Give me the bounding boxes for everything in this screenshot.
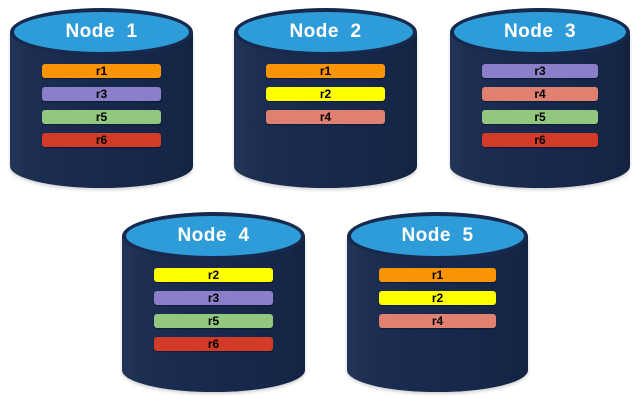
replica-bar[interactable]: r5	[154, 314, 273, 328]
replica-bar[interactable]: r3	[154, 291, 273, 305]
replica-list: r2 r3 r5 r6	[154, 268, 273, 360]
cylinder-top-ellipse	[122, 212, 305, 260]
replica-bar[interactable]: r1	[379, 268, 496, 282]
replica-bar[interactable]: r1	[266, 64, 385, 78]
node-title: Node 4	[177, 225, 250, 246]
replica-bar[interactable]: r2	[154, 268, 273, 282]
node-cylinder[interactable]: Node 5 r1 r2 r4	[347, 212, 528, 392]
replica-bar[interactable]: r4	[379, 314, 496, 328]
node-title: Node 5	[401, 225, 474, 246]
cylinder-top-ellipse	[450, 8, 630, 56]
replica-bar[interactable]: r4	[266, 110, 385, 124]
replica-bar[interactable]: r6	[482, 133, 598, 147]
replica-bar[interactable]: r5	[42, 110, 161, 124]
node-title: Node 3	[503, 21, 577, 42]
replica-bar[interactable]: r2	[266, 87, 385, 101]
node-title: Node 1	[65, 21, 138, 42]
replica-bar[interactable]: r3	[42, 87, 161, 101]
replica-list: r3 r4 r5 r6	[482, 64, 598, 156]
node-cylinder[interactable]: Node 3 r3 r4 r5 r6	[450, 8, 630, 188]
replica-bar[interactable]: r3	[482, 64, 598, 78]
replica-bar[interactable]: r1	[42, 64, 161, 78]
cylinder-top-ellipse	[10, 8, 193, 56]
replica-list: r1 r3 r5 r6	[42, 64, 161, 156]
replica-list: r1 r2 r4	[266, 64, 385, 133]
node-cylinder[interactable]: Node 1 r1 r3 r5 r6	[10, 8, 193, 188]
replica-bar[interactable]: r4	[482, 87, 598, 101]
node-cylinder[interactable]: Node 2 r1 r2 r4	[234, 8, 417, 188]
replica-list: r1 r2 r4	[379, 268, 496, 337]
replica-bar[interactable]: r6	[154, 337, 273, 351]
cylinder-top-ellipse	[234, 8, 417, 56]
replica-bar[interactable]: r2	[379, 291, 496, 305]
cylinder-top-ellipse	[347, 212, 528, 260]
node-title: Node 2	[289, 21, 362, 42]
replica-bar[interactable]: r5	[482, 110, 598, 124]
replica-bar[interactable]: r6	[42, 133, 161, 147]
node-cylinder[interactable]: Node 4 r2 r3 r5 r6	[122, 212, 305, 392]
